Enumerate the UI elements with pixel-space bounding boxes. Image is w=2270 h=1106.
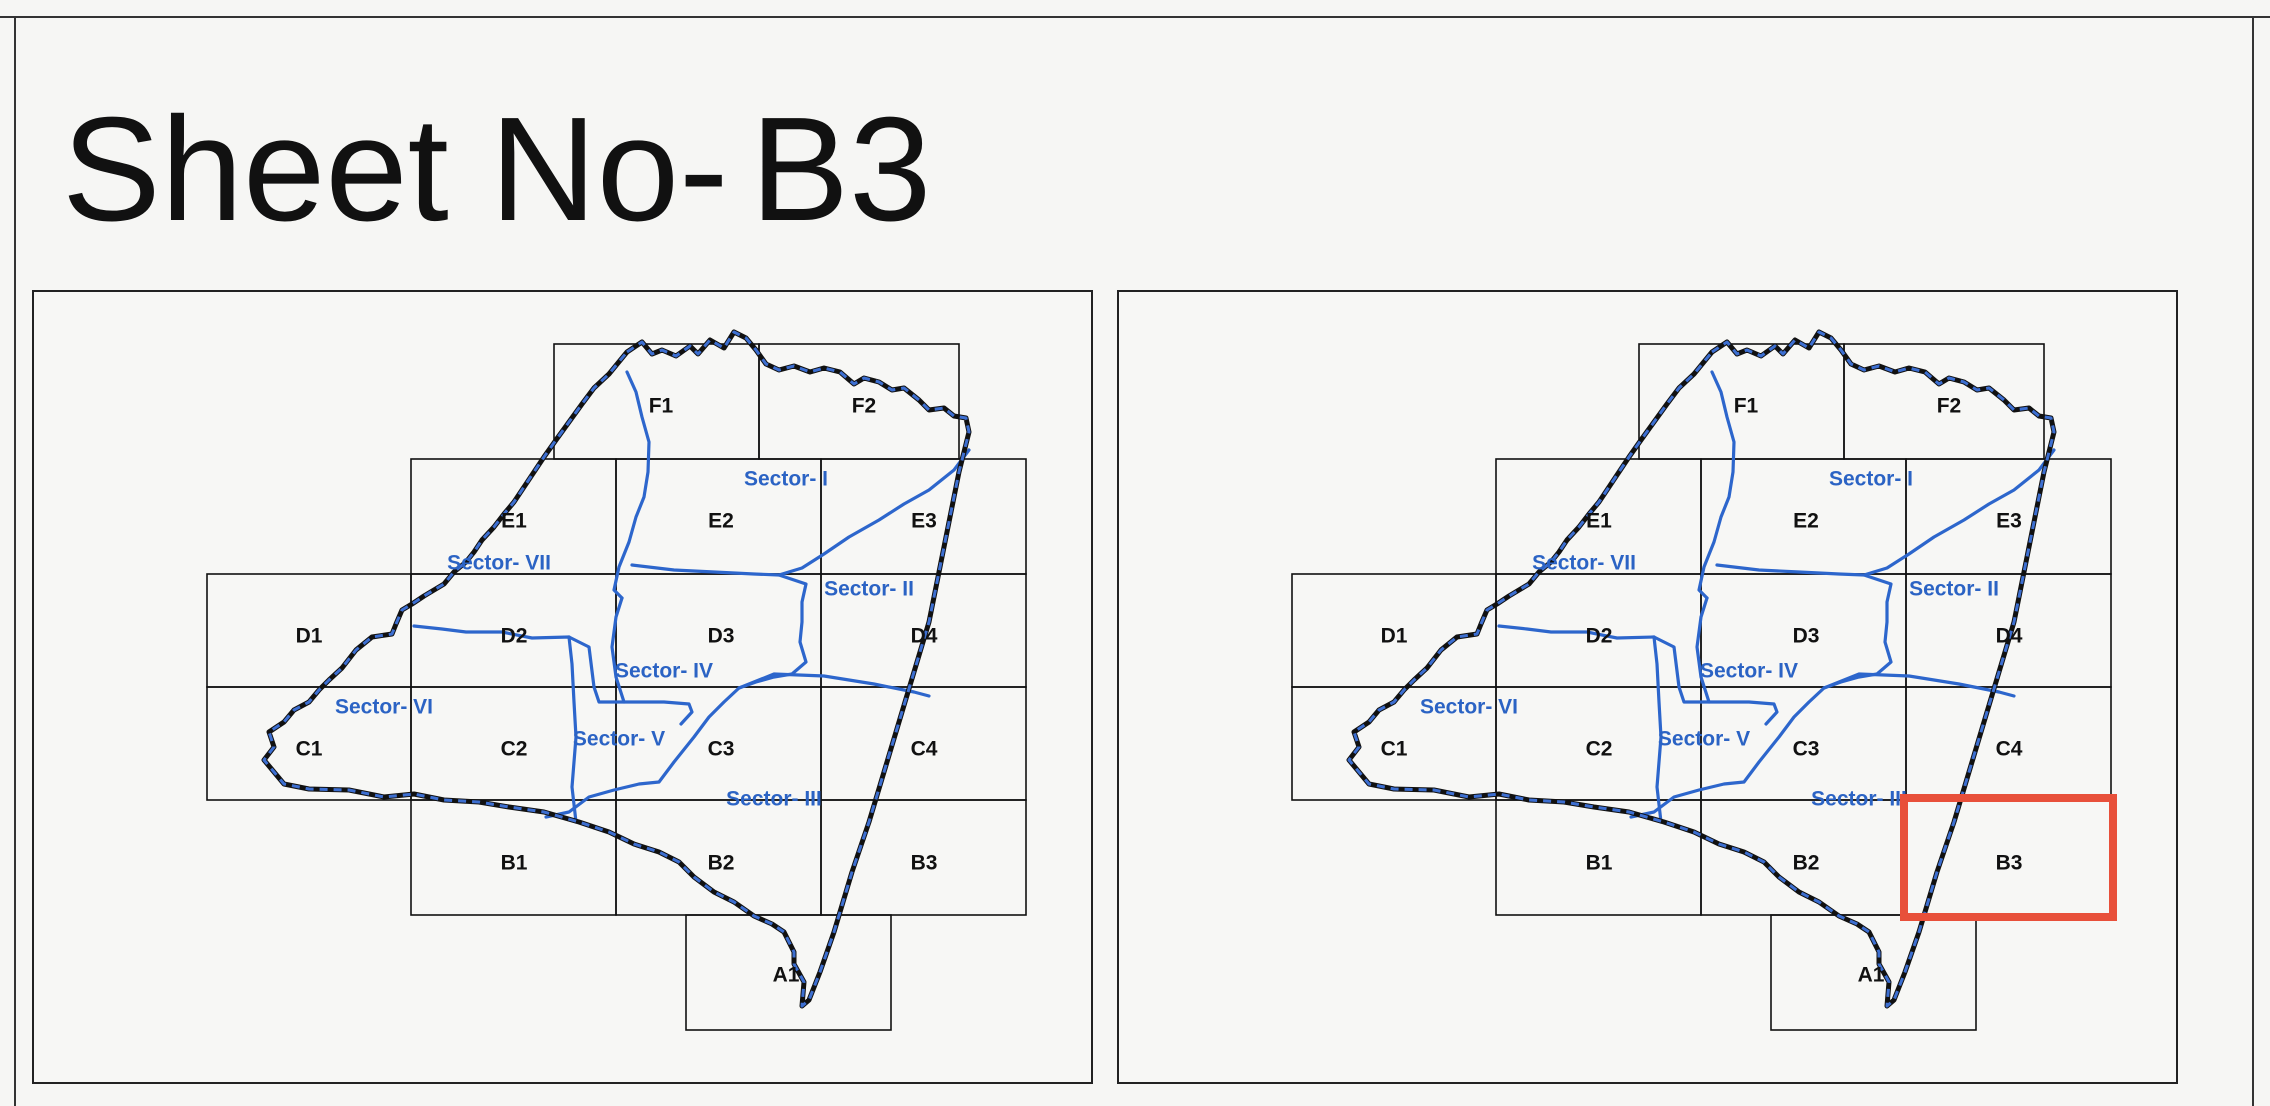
cell-label-c4: C4	[911, 738, 938, 761]
cell-label-d2: D2	[1586, 625, 1613, 648]
cell-label-c3: C3	[1793, 738, 1820, 761]
sector-boundary-line	[544, 686, 741, 819]
grid-cell-a1	[1770, 914, 1977, 1031]
cell-label-f1: F1	[1734, 395, 1759, 418]
cell-label-d1: D1	[1381, 625, 1408, 648]
cell-label-f2: F2	[852, 395, 877, 418]
cell-label-d3: D3	[1793, 625, 1820, 648]
city-boundary-dash	[1347, 330, 2056, 1008]
cell-label-e1: E1	[1586, 510, 1612, 533]
cell-label-d2: D2	[501, 625, 528, 648]
sector-boundary-line	[612, 370, 651, 600]
sector-boundary-line	[630, 448, 971, 577]
sector-label-4: Sector- IV	[1700, 660, 1798, 683]
grid-cell-a1	[685, 914, 892, 1031]
sector-boundary-line	[737, 573, 808, 690]
cell-label-f2: F2	[1937, 395, 1962, 418]
sector-label-1: Sector- I	[744, 468, 828, 491]
cell-label-d4: D4	[911, 625, 938, 648]
cell-label-b3: B3	[1996, 852, 2023, 875]
sector-label-5: Sector- V	[1658, 728, 1750, 751]
sector-label-7: Sector- VII	[447, 552, 551, 575]
sector-boundary-line	[737, 672, 931, 698]
cell-label-b2: B2	[708, 852, 735, 875]
sector-boundary-line	[1697, 370, 1736, 600]
cell-label-c3: C3	[708, 738, 735, 761]
sector-label-2: Sector- II	[824, 578, 914, 601]
sector-boundary-line	[567, 635, 578, 824]
cell-label-e1: E1	[501, 510, 527, 533]
sector-boundary-line	[1822, 672, 2016, 698]
sheet-title: Sheet No-B3	[62, 96, 931, 244]
sector-label-4: Sector- IV	[615, 660, 713, 683]
cell-label-c1: C1	[1381, 738, 1408, 761]
cell-label-c1: C1	[296, 738, 323, 761]
cell-label-e3: E3	[1996, 510, 2022, 533]
cell-label-b1: B1	[1586, 852, 1613, 875]
cell-label-e2: E2	[1793, 510, 1819, 533]
sector-label-3: Sector- III	[1811, 788, 1907, 811]
sector-label-5: Sector- V	[573, 728, 665, 751]
cell-label-d3: D3	[708, 625, 735, 648]
sector-boundary-line	[412, 624, 626, 704]
highlighted-sheet-box	[1900, 794, 2117, 921]
sector-boundary-line	[1629, 686, 1826, 819]
sector-boundary-line	[1652, 635, 1663, 824]
cell-label-e2: E2	[708, 510, 734, 533]
sheet-frame-left-line	[14, 16, 16, 1106]
cell-label-b2: B2	[1793, 852, 1820, 875]
cell-label-a1: A1	[773, 964, 800, 987]
cell-label-d1: D1	[296, 625, 323, 648]
sector-boundary-line	[1715, 448, 2056, 577]
sector-boundary-line	[1497, 624, 1711, 704]
sector-label-1: Sector- I	[1829, 468, 1913, 491]
cell-label-d4: D4	[1996, 625, 2023, 648]
sector-boundary-line	[1822, 573, 1893, 690]
cell-label-c2: C2	[1586, 738, 1613, 761]
sheet-title-prefix: Sheet No-	[62, 87, 729, 252]
cell-label-e3: E3	[911, 510, 937, 533]
sector-label-7: Sector- VII	[1532, 552, 1636, 575]
city-boundary-dash	[262, 330, 971, 1008]
sector-label-2: Sector- II	[1909, 578, 1999, 601]
cell-label-b1: B1	[501, 852, 528, 875]
sheet-frame-right-line	[2252, 16, 2254, 1106]
sector-label-6: Sector- VI	[1420, 696, 1518, 719]
sector-label-6: Sector- VI	[335, 696, 433, 719]
cell-label-c4: C4	[1996, 738, 2023, 761]
sheet-frame-top-line	[0, 16, 2270, 18]
cell-label-a1: A1	[1858, 964, 1885, 987]
cell-label-b3: B3	[911, 852, 938, 875]
sector-label-3: Sector- III	[726, 788, 822, 811]
grid-cell-b3	[820, 799, 1027, 916]
cell-label-f1: F1	[649, 395, 674, 418]
cell-label-c2: C2	[501, 738, 528, 761]
sheet-title-code: B3	[750, 87, 932, 252]
